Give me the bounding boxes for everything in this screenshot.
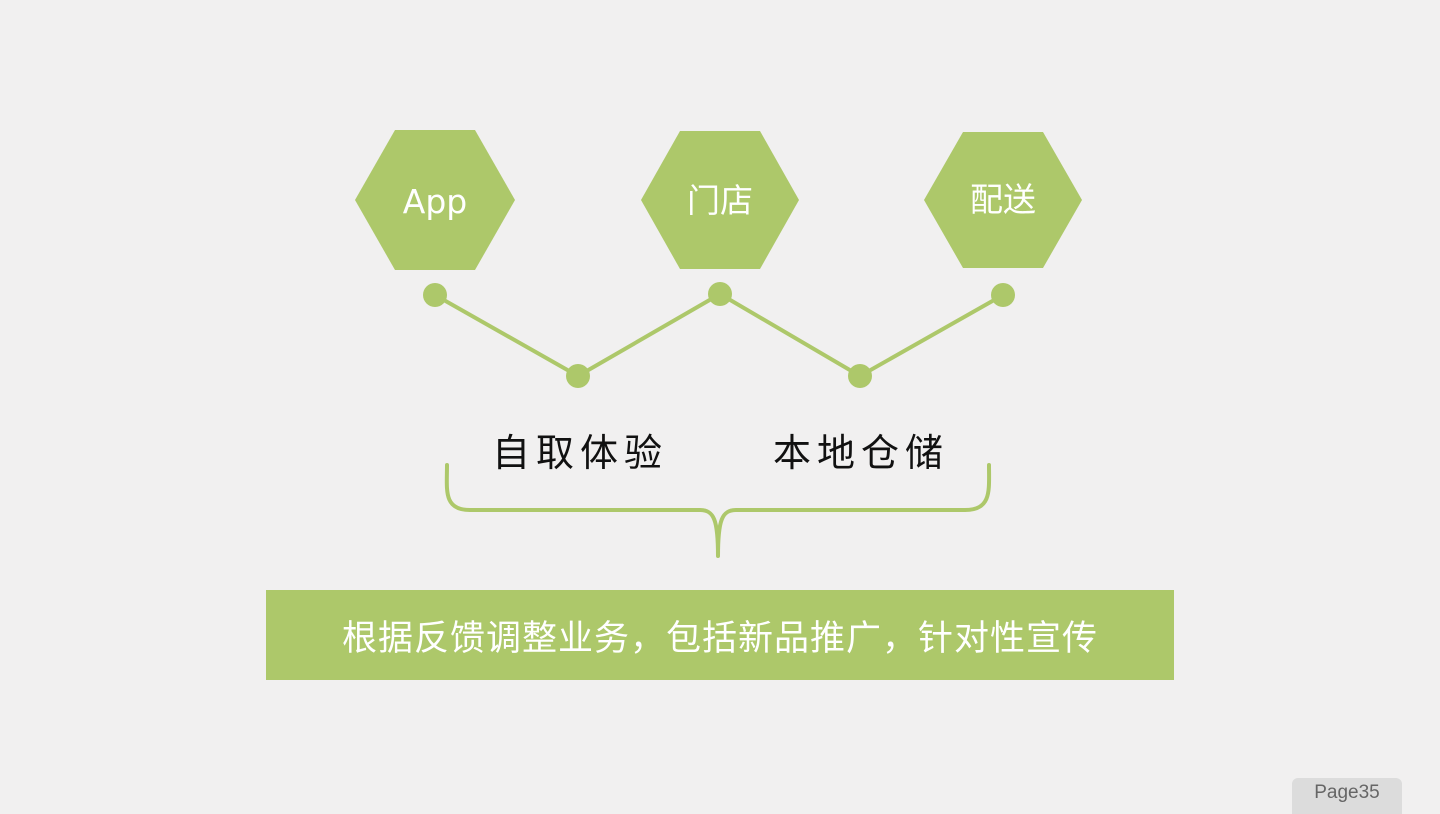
connector-node-2: [566, 364, 590, 388]
summary-banner-text: 根据反馈调整业务，包括新品推广，针对性宣传: [341, 618, 1098, 659]
hexagon-delivery-label: 配送: [970, 180, 1036, 219]
connector-node-1: [423, 283, 447, 307]
label-local-storage: 本地仓储: [773, 431, 949, 475]
connector-node-5: [991, 283, 1015, 307]
page-prefix: Page: [1314, 782, 1359, 803]
summary-banner: 根据反馈调整业务，包括新品推广，针对性宣传: [266, 590, 1174, 680]
hexagon-delivery: 配送: [924, 132, 1082, 268]
hexagon-app-shape: [355, 130, 515, 270]
page-number: 35: [1358, 782, 1380, 803]
hexagon-app: App: [355, 130, 515, 270]
connector-node-4: [848, 364, 872, 388]
hexagon-delivery-shape: [924, 132, 1082, 268]
hexagon-store-label: 门店: [687, 181, 753, 220]
curly-brace: [444, 463, 992, 558]
hexagon-app-label: App: [403, 182, 467, 221]
zigzag-connector: [434, 292, 1004, 378]
hexagon-store-shape: [641, 131, 799, 269]
connector-node-3: [708, 282, 732, 306]
hexagon-store: 门店: [641, 131, 799, 269]
label-self-pickup: 自取体验: [492, 431, 668, 475]
